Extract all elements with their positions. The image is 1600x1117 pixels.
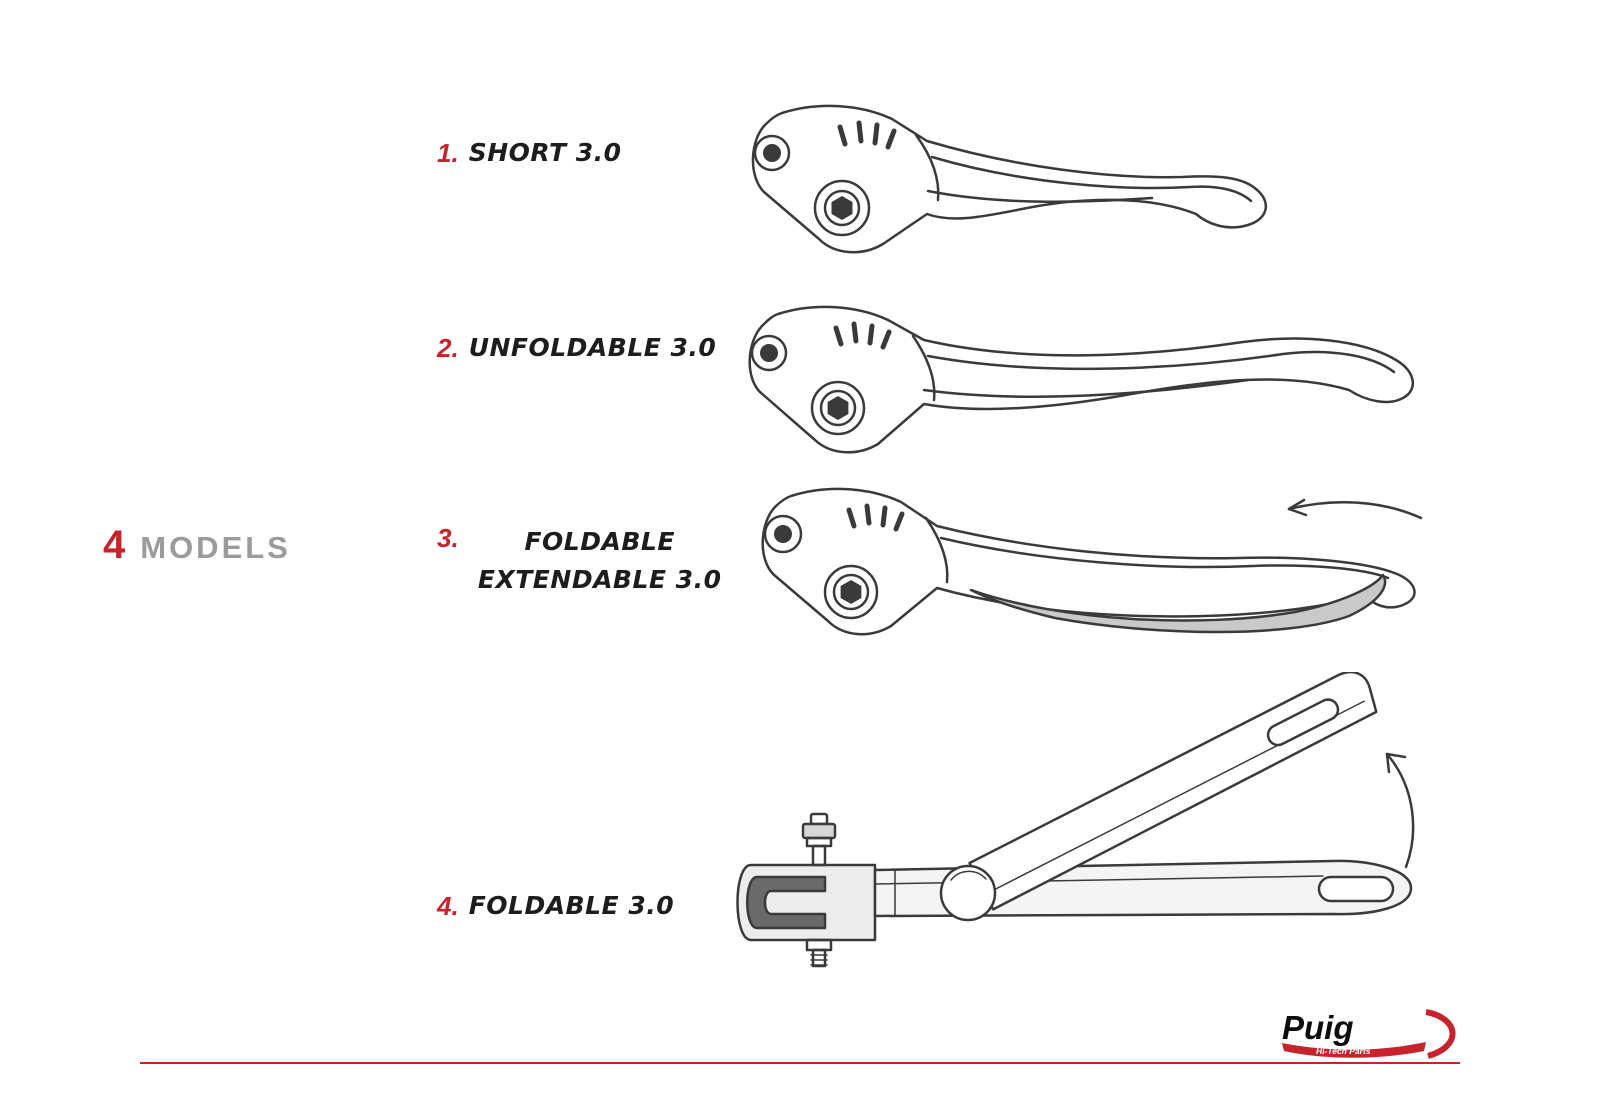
vent-slot: [880, 505, 888, 528]
hex-bolt: [827, 396, 849, 420]
lever-outline: [751, 104, 1268, 254]
pivot-hole: [763, 514, 803, 554]
logo-swoosh: [1282, 1042, 1426, 1058]
model-label-unfoldable: 2. UNFOLDABLE 3.0: [437, 333, 716, 364]
model-name: SHORT 3.0: [468, 138, 622, 167]
brand-tagline: Hi-Tech Parts: [1316, 1046, 1371, 1056]
adjuster-boss: [823, 564, 879, 620]
hex-bolt: [831, 196, 853, 220]
footer-divider: [140, 1062, 1460, 1064]
clamp-jaw: [746, 875, 827, 930]
adjuster-boss: [810, 380, 866, 436]
clamp-top-bolt: [801, 812, 837, 867]
model-label-foldable-extendable: 3. FOLDABLE EXTENDABLE 3.0: [437, 523, 731, 598]
adjuster-boss: [813, 179, 871, 237]
model-name: UNFOLDABLE 3.0: [468, 333, 717, 362]
pivot-socket: [774, 525, 792, 543]
pivot-socket: [763, 144, 781, 162]
lever-foldable-drawing: [736, 672, 1415, 968]
logo-arc: [1425, 1009, 1456, 1059]
lever-short-drawing: [751, 104, 1268, 254]
vent-slot: [885, 128, 897, 150]
vent-slot: [867, 323, 875, 346]
hex-bolt: [840, 580, 862, 604]
brand-text: Puig: [1282, 1009, 1354, 1046]
lever-foldable-figure: [723, 672, 1423, 972]
extend-direction-arrow: [1287, 498, 1423, 520]
vent-slot: [837, 124, 848, 147]
model-number: 4.: [437, 891, 459, 921]
blade-crease: [926, 189, 1154, 204]
models-label: MODELS: [140, 530, 291, 565]
fold-direction-arrow: [1385, 752, 1415, 869]
vent-slot: [893, 511, 905, 532]
models-heading: 4 MODELS: [103, 523, 291, 568]
clamp-bottom-bolt: [805, 938, 833, 968]
pivot-hole: [753, 134, 791, 172]
vent-slot: [846, 507, 857, 529]
blade-crease: [939, 536, 1390, 580]
vent-slot: [872, 122, 880, 146]
fold-pivot: [939, 864, 997, 922]
puig-logo: Puig Hi-Tech Parts: [1278, 1008, 1468, 1060]
lever-folded-blade: [968, 672, 1378, 911]
lever-unfoldable-drawing: [748, 305, 1414, 454]
blade-crease: [930, 155, 1253, 203]
lever-short-figure: [720, 95, 1275, 295]
main-arm-slot: [1317, 875, 1395, 903]
model-name: FOLDABLE EXTENDABLE 3.0: [477, 527, 722, 594]
lever-outline: [748, 305, 1414, 454]
pivot-highlight: [950, 870, 987, 881]
blade-crease: [926, 350, 1396, 374]
vent-slot: [864, 503, 872, 526]
blade-crease: [922, 378, 1250, 398]
vent-slot: [880, 329, 892, 350]
vent-slot: [833, 325, 844, 347]
body-crease: [924, 516, 949, 584]
pivot-socket: [760, 344, 778, 362]
lever-unfoldable-figure: [718, 298, 1433, 463]
model-label-foldable: 4. FOLDABLE 3.0: [437, 891, 674, 922]
blade-slot: [1266, 698, 1340, 747]
model-label-short: 1. SHORT 3.0: [437, 138, 622, 169]
body-crease: [914, 133, 940, 202]
lever-foldable-extendable-figure: [733, 478, 1443, 676]
model-number: 1.: [437, 138, 459, 168]
model-number: 2.: [437, 333, 459, 363]
vent-slot: [856, 120, 864, 144]
puig-logo-graphic: Puig Hi-Tech Parts: [1282, 1009, 1456, 1059]
model-number: 3.: [437, 523, 459, 553]
body-crease: [911, 334, 936, 402]
extendable-blade-shade: [969, 573, 1387, 634]
pivot-hole: [750, 334, 788, 372]
vent-slot: [851, 321, 859, 344]
lever-foldable-extendable-drawing: [761, 487, 1423, 636]
models-count: 4: [103, 523, 126, 567]
model-name: FOLDABLE 3.0: [468, 891, 675, 920]
